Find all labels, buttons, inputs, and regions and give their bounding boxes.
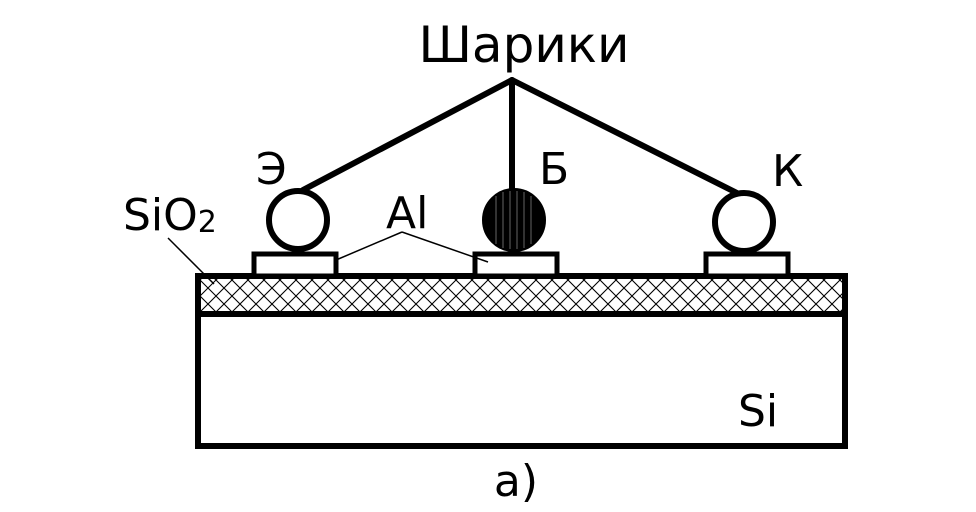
si-substrate: [195, 311, 848, 449]
title-label: Шарики: [418, 16, 629, 74]
si-label: Si: [738, 386, 778, 437]
al-pad-emitter: [251, 251, 339, 279]
al-leader-lines: [335, 231, 489, 263]
collector-label: К: [772, 146, 803, 197]
sio2-label: SiO2: [123, 190, 217, 241]
ball-base: [482, 188, 546, 252]
ball-base-texture: [495, 191, 532, 249]
caption-label: а): [494, 456, 538, 507]
leader-line-emitter: [300, 77, 515, 193]
leader-line-collector: [509, 77, 740, 196]
ball-collector: [712, 190, 776, 254]
ball-emitter: [266, 188, 330, 252]
sio2-leader-line: [167, 237, 215, 285]
sio2-layer: [195, 273, 848, 317]
base-label: Б: [539, 144, 569, 195]
leader-lines: [300, 77, 740, 196]
emitter-label: Э: [256, 144, 287, 195]
al-pad-collector: [703, 251, 791, 279]
al-label: Al: [386, 188, 428, 239]
al-pad-base: [472, 251, 560, 279]
